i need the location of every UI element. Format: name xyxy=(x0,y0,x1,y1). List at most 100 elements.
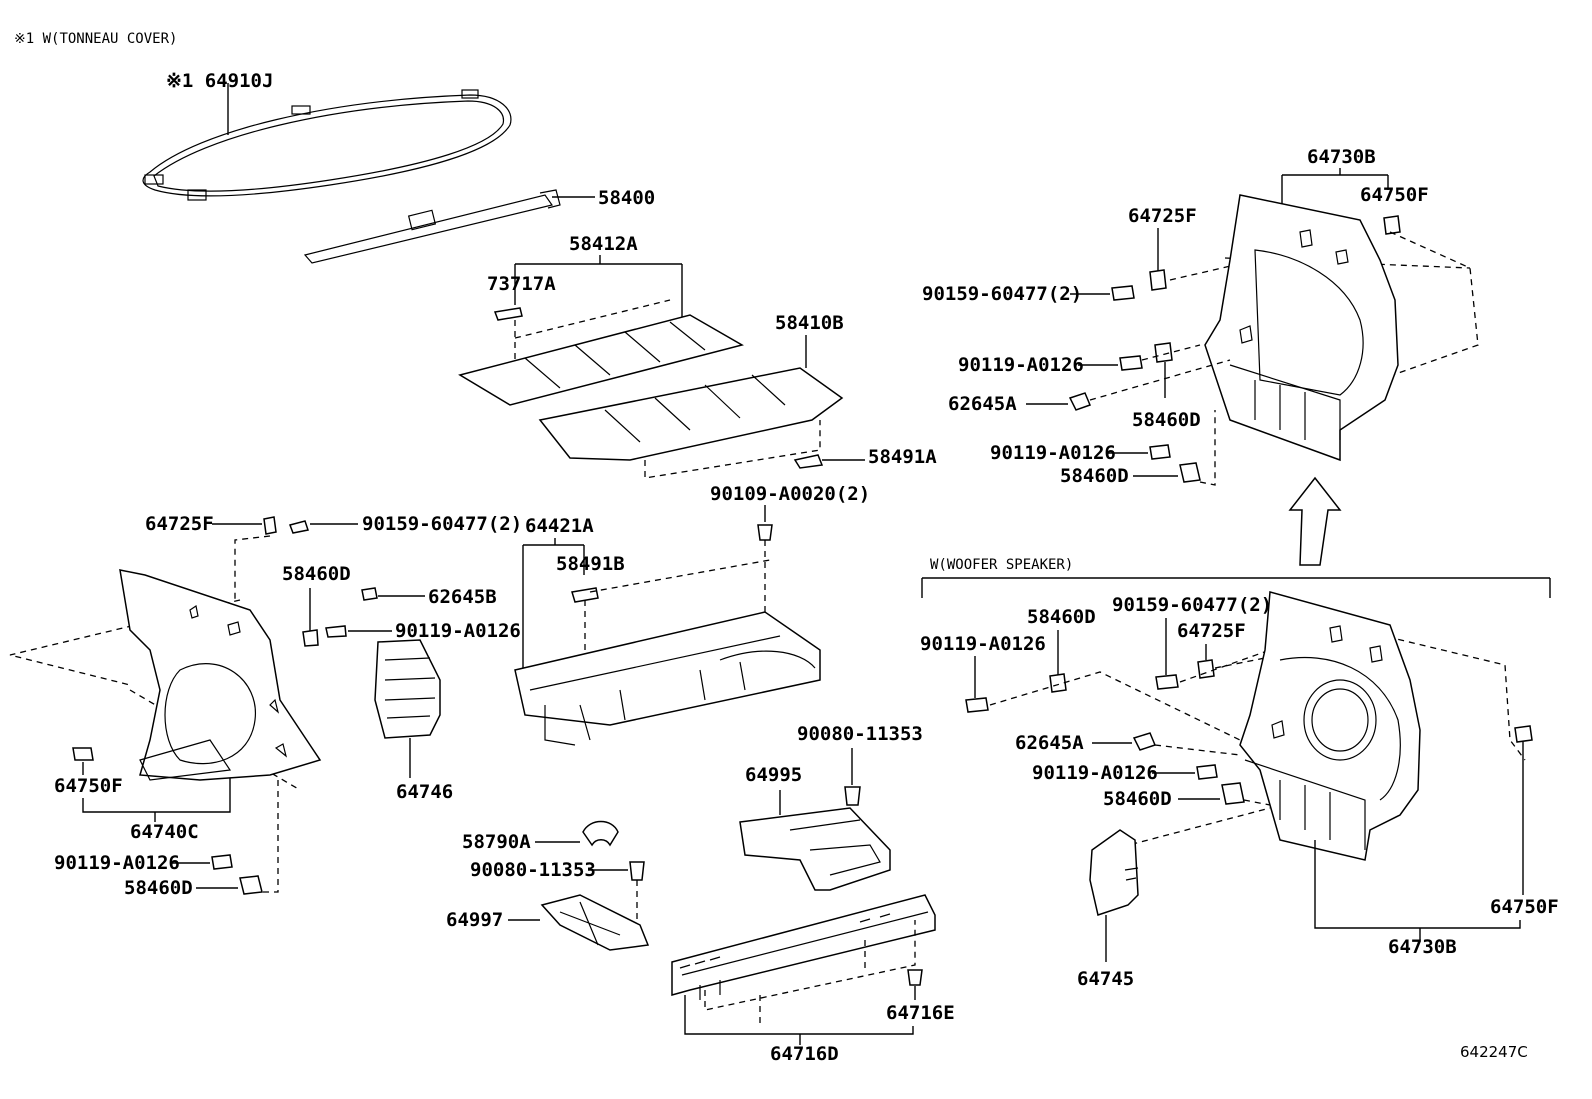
part-64750F-woofer-clip xyxy=(1514,725,1533,743)
tonneau-cover-note: ※1 W(TONNEAU COVER) xyxy=(14,31,177,47)
label-58460D-left-top: 58460D xyxy=(282,563,351,585)
part-deck-board-lower xyxy=(538,367,844,461)
label-58460D-top-a: 58460D xyxy=(1132,409,1201,431)
part-90119-left-top-screw xyxy=(325,625,347,638)
part-64716D-scuff-plate xyxy=(671,894,936,1000)
dash-top-b xyxy=(1199,410,1216,486)
part-58460D-left-bottom-nut xyxy=(239,875,263,895)
bracket-woofer-section xyxy=(921,577,1551,598)
part-90080-top-bolt xyxy=(844,786,861,806)
dash-top-a xyxy=(1089,344,1231,401)
label-64725F-top: 64725F xyxy=(1128,205,1197,227)
label-90159-woofer: 90159-60477(2) xyxy=(1112,594,1272,616)
part-64745-cover xyxy=(1089,829,1139,916)
arrow-icon xyxy=(1288,476,1342,566)
label-90159-top: 90159-60477(2) xyxy=(922,283,1082,305)
label-90080-bottom: 90080-11353 xyxy=(470,859,596,881)
label-58460D-left-bottom: 58460D xyxy=(124,877,193,899)
bracket-58412A xyxy=(514,255,683,318)
label-64421A: 64421A xyxy=(525,515,594,537)
part-90119-woofer-b-screw xyxy=(1196,764,1218,780)
bracket-64740C xyxy=(82,778,231,822)
dash-58412A xyxy=(514,299,671,372)
part-90080-bottom-bolt xyxy=(629,861,645,881)
part-58460D-woofer-nut xyxy=(1049,673,1067,693)
label-90109: 90109-A0020(2) xyxy=(710,483,870,505)
label-64745: 64745 xyxy=(1077,968,1134,990)
part-64750F-left-clip xyxy=(72,747,94,761)
bracket-64716D xyxy=(684,995,914,1045)
label-90119-woofer-b: 90119-A0126 xyxy=(1032,762,1158,784)
label-64750F-top: 64750F xyxy=(1360,184,1429,206)
part-90119-top-a-screw xyxy=(1119,355,1143,371)
part-64716E-clip xyxy=(907,969,923,986)
label-64910J: ※1 64910J xyxy=(166,70,273,92)
woofer-speaker-note: W(WOOFER SPEAKER) xyxy=(930,557,1073,573)
label-58460D-woofer: 58460D xyxy=(1027,606,1096,628)
part-strap xyxy=(303,189,561,264)
dash-64716D xyxy=(704,920,916,1025)
dash-left-bottom xyxy=(262,780,279,893)
bracket-64730B-woofer xyxy=(1314,840,1521,940)
label-64740C: 64740C xyxy=(130,821,199,843)
label-62645B: 62645B xyxy=(428,586,497,608)
part-64730B-top-trim xyxy=(1204,194,1399,462)
part-58460D-left-top-nut xyxy=(302,629,319,647)
label-62645A-woofer: 62645A xyxy=(1015,732,1084,754)
label-64730B-top: 64730B xyxy=(1307,146,1376,168)
dash-58410B xyxy=(644,420,821,479)
part-62645B-clip xyxy=(361,587,378,601)
label-64750F-woofer: 64750F xyxy=(1490,896,1559,918)
part-90119-top-b-screw xyxy=(1149,444,1171,460)
label-64716D: 64716D xyxy=(770,1043,839,1065)
label-90080-top: 90080-11353 xyxy=(797,723,923,745)
label-64750F-left: 64750F xyxy=(54,775,123,797)
part-90159-top-screw xyxy=(1111,285,1135,301)
label-90119-left-bottom: 90119-A0126 xyxy=(54,852,180,874)
part-90119-woofer-a-screw xyxy=(965,697,989,713)
part-deck-board-upper xyxy=(458,314,744,406)
label-90119-woofer-a: 90119-A0126 xyxy=(920,633,1046,655)
part-64725F-woofer-clip xyxy=(1197,659,1215,679)
part-58790A-clamp xyxy=(582,820,619,847)
part-58491B-clip xyxy=(571,587,599,603)
label-64716E: 64716E xyxy=(886,1002,955,1024)
part-58460D-top-b-nut xyxy=(1179,462,1201,483)
label-64997: 64997 xyxy=(446,909,503,931)
part-64750F-top-clip xyxy=(1383,215,1401,235)
label-58790A: 58790A xyxy=(462,831,531,853)
part-left-side-trim xyxy=(119,569,322,781)
label-58412A: 58412A xyxy=(569,233,638,255)
label-58400: 58400 xyxy=(598,187,655,209)
label-90119-top-a: 90119-A0126 xyxy=(958,354,1084,376)
label-64725F-woofer: 64725F xyxy=(1177,620,1246,642)
part-64995-bracket xyxy=(739,807,891,891)
label-64725F-left: 64725F xyxy=(145,513,214,535)
part-64725F-top-clip xyxy=(1149,269,1167,291)
label-64730B-woofer: 64730B xyxy=(1388,936,1457,958)
figure-id: 642247C xyxy=(1460,1043,1528,1061)
label-58491B: 58491B xyxy=(556,553,625,575)
part-64746-cover xyxy=(374,639,441,739)
label-58460D-woofer-b: 58460D xyxy=(1103,788,1172,810)
label-64995: 64995 xyxy=(745,764,802,786)
part-58460D-woofer-b-nut xyxy=(1221,782,1245,805)
bracket-64421A xyxy=(522,538,585,668)
part-73717A-clip xyxy=(493,307,523,321)
dash-64421A xyxy=(584,540,771,655)
part-64997-bracket xyxy=(540,894,650,951)
part-64725F-left-clip xyxy=(263,516,277,535)
label-73717A: 73717A xyxy=(487,273,556,295)
label-90119-left-top: 90119-A0126 xyxy=(395,620,521,642)
dash-woofer-bottom xyxy=(1109,744,1271,851)
part-90109-screw xyxy=(757,524,773,541)
part-64730B-woofer-trim xyxy=(1239,591,1421,861)
part-62645A-top-clip xyxy=(1068,392,1091,411)
part-90119-left-bottom-screw xyxy=(211,854,233,870)
part-58460D-top-a-nut xyxy=(1154,342,1173,363)
part-62645A-woofer-clip xyxy=(1132,732,1157,751)
bracket-64730B-top xyxy=(1281,168,1389,215)
label-58460D-top-b: 58460D xyxy=(1060,465,1129,487)
part-90159-left-screw xyxy=(289,520,309,534)
